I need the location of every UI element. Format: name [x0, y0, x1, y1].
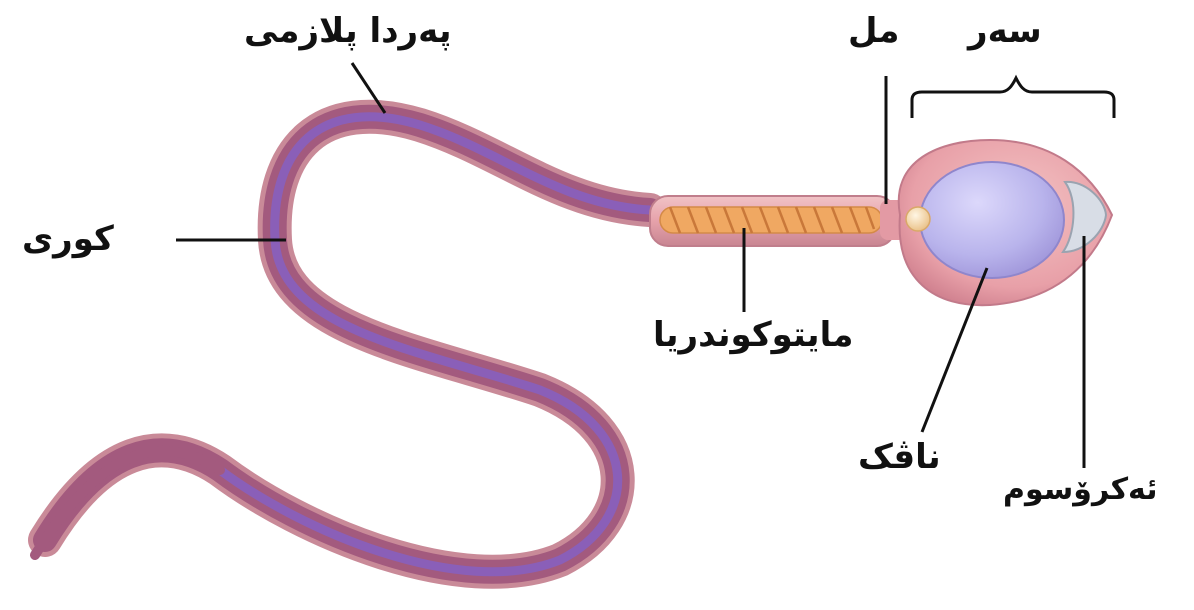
centriole [906, 207, 930, 231]
label-plasma-membrane: پەردا پلازمی [244, 14, 452, 48]
label-mitochondria: مایتوکوندریا [653, 318, 853, 352]
head-brace [912, 78, 1114, 118]
label-neck: مل [848, 14, 899, 48]
mitochondria-helix [660, 207, 882, 233]
label-head: سەر [968, 14, 1042, 48]
label-tail: کوری [22, 222, 114, 256]
label-acrosome: ئەکرۆسوم [1003, 475, 1158, 505]
label-nucleus: ناڤک [858, 440, 941, 474]
nucleus [920, 162, 1064, 278]
